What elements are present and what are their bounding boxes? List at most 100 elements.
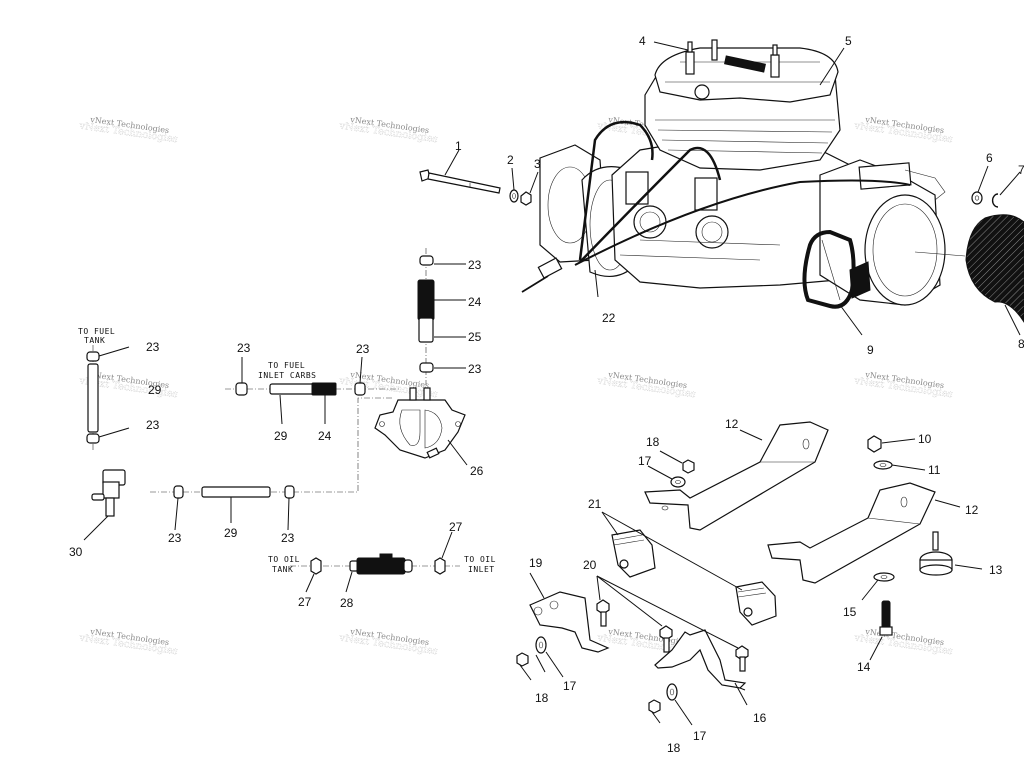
callout: 23 xyxy=(468,362,482,376)
callout: 18 xyxy=(535,691,549,705)
part-21-mount-a xyxy=(611,529,656,578)
callout: 18 xyxy=(646,435,660,449)
callout: 17 xyxy=(693,729,707,743)
leader-lines xyxy=(83,41,1021,726)
callout: 23 xyxy=(356,342,370,356)
part-18-nut-upper xyxy=(682,459,695,474)
callout: 17 xyxy=(638,454,652,468)
watermark: vNext Technologies vNext Technologies xyxy=(852,370,953,401)
callouts: 1 2 3 4 5 6 7 8 9 10 11 12 12 13 14 15 1… xyxy=(69,34,1024,755)
callout: 28 xyxy=(340,596,354,610)
callout: 23 xyxy=(237,341,251,355)
watermark: vNext Technologies vNext Technologies xyxy=(852,115,953,146)
callout: 23 xyxy=(146,418,160,432)
part-26-fuel-pump xyxy=(374,387,466,459)
part-3-nut xyxy=(520,191,532,206)
part-10-nut xyxy=(867,435,882,453)
svg-text:INLET: INLET xyxy=(468,565,495,574)
part-2-washer xyxy=(509,189,519,203)
callout: 1 xyxy=(455,139,462,153)
callout: 29 xyxy=(148,383,162,397)
watermark: vNext Technologies vNext Technologies xyxy=(595,370,696,401)
callout: 23 xyxy=(168,531,182,545)
callout: 23 xyxy=(146,340,160,354)
watermark: vNext Technologies vNext Technologies xyxy=(77,115,178,146)
part-18-nut-lower-right xyxy=(648,699,661,714)
callout: 12 xyxy=(965,503,979,517)
svg-text:TANK: TANK xyxy=(272,565,293,574)
watermark: vNext Technologies vNext Technologies xyxy=(337,627,438,658)
part-20-bolt-b xyxy=(659,625,673,653)
callout: 29 xyxy=(224,526,238,540)
part-14-bolt xyxy=(879,600,893,636)
pump-vertical-line xyxy=(417,248,435,385)
watermark: vNext Technologies vNext Technologies xyxy=(852,627,953,658)
part-17-washer-lower-right xyxy=(666,683,678,701)
note-to-oil-tank: TO OIL TANK xyxy=(268,555,300,574)
note-to-fuel-tank: TO FUEL TANK xyxy=(78,327,115,345)
callout: 9 xyxy=(867,343,874,357)
callout: 20 xyxy=(583,558,597,572)
part-16-bracket xyxy=(654,629,747,689)
callout: 5 xyxy=(845,34,852,48)
part-7-clip xyxy=(991,193,999,208)
callout: 11 xyxy=(928,463,941,477)
callout: 8 xyxy=(1018,337,1024,351)
carb-fuel-line xyxy=(225,382,400,396)
callout: 29 xyxy=(274,429,288,443)
part-8-cover xyxy=(965,214,1024,323)
callout: 27 xyxy=(449,520,463,534)
callout: 10 xyxy=(918,432,932,446)
callout: 24 xyxy=(318,429,332,443)
callout: 27 xyxy=(298,595,312,609)
part-12-bracket-lower xyxy=(767,482,936,584)
callout: 26 xyxy=(470,464,484,478)
note-to-oil-inlet: TO OIL INLET xyxy=(464,555,496,574)
part-15-washer xyxy=(873,572,895,582)
callout: 23 xyxy=(281,531,295,545)
part-17-washer-upper xyxy=(670,476,686,488)
svg-text:TO FUEL: TO FUEL xyxy=(268,361,305,370)
callout: 22 xyxy=(602,311,616,325)
part-30-fuel-valve xyxy=(91,469,126,517)
part-1-bolt xyxy=(419,169,501,194)
callout: 14 xyxy=(857,660,871,674)
part-6-washer xyxy=(971,191,983,205)
part-20-bolt-a xyxy=(596,599,610,627)
engine-assembly xyxy=(521,39,966,309)
part-20-bolt-c xyxy=(735,645,749,672)
part-13-mount xyxy=(919,531,953,576)
callout: 30 xyxy=(69,545,83,559)
callout: 19 xyxy=(529,556,543,570)
svg-text:TO FUEL: TO FUEL xyxy=(78,327,115,336)
callout: 16 xyxy=(753,711,767,725)
lower-fuel-line xyxy=(150,397,392,499)
svg-text:TO OIL: TO OIL xyxy=(464,555,496,564)
part-21-mount-b xyxy=(735,581,777,626)
callout: 17 xyxy=(563,679,577,693)
callout: 23 xyxy=(468,258,482,272)
part-12-bracket-upper xyxy=(644,421,829,531)
callout: 2 xyxy=(507,153,514,167)
callout: 13 xyxy=(989,563,1003,577)
watermark: vNext Technologies vNext Technologies xyxy=(337,115,438,146)
callout: 6 xyxy=(986,151,993,165)
callout: 21 xyxy=(588,497,602,511)
part-19-bracket xyxy=(529,591,610,653)
callout: 4 xyxy=(639,34,646,48)
note-to-fuel-inlet-carbs: TO FUEL INLET CARBS xyxy=(258,361,316,380)
callout: 24 xyxy=(468,295,482,309)
part-11-washer xyxy=(873,460,893,470)
callout: 25 xyxy=(468,330,482,344)
watermark: vNext Technologies vNext Technologies xyxy=(77,627,178,658)
oil-line xyxy=(290,553,460,575)
callout: 12 xyxy=(725,417,739,431)
callout: 18 xyxy=(667,741,681,755)
part-17-washer-lower-left xyxy=(535,636,547,654)
part-18-nut-lower-left xyxy=(516,652,529,667)
fuel-tank-hose xyxy=(86,345,100,450)
callout: 15 xyxy=(843,605,857,619)
callout: 3 xyxy=(534,157,541,171)
svg-text:TO OIL: TO OIL xyxy=(268,555,300,564)
